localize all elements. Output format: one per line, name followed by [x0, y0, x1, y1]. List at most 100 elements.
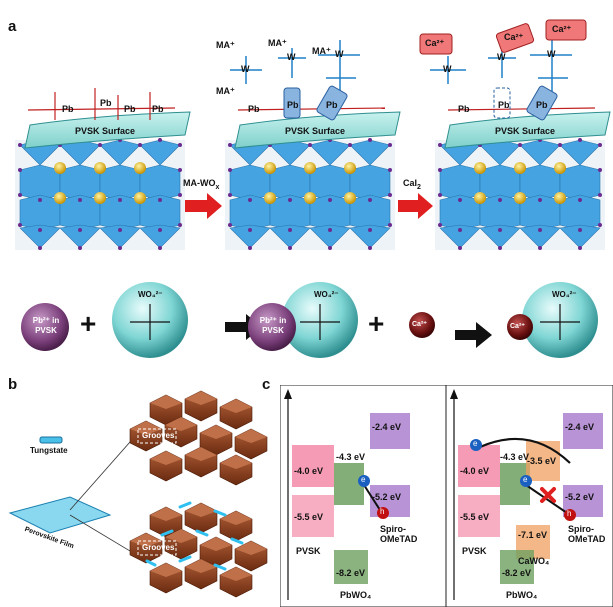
left-hole-label: h [380, 507, 385, 516]
panel-c-label: c [262, 376, 271, 393]
right-level-spiro-homo: -5.2 eV [565, 492, 595, 502]
left-pbwo4-vb-block [334, 550, 368, 584]
pb-o-box-2 [316, 85, 348, 121]
tungstate-in-grooves [145, 501, 244, 571]
tungstate-groups-3 [430, 40, 572, 92]
pb-atom-9: Pb [498, 100, 510, 110]
right-level-pvsk-cb: -4.0 eV [460, 466, 490, 476]
pb-atom-3: Pb [124, 104, 136, 114]
left-pvsk-label: PVSK [296, 546, 321, 556]
right-pbwo4-label: PbWO₄ [506, 590, 538, 600]
perovskite-crystal-3 [434, 137, 606, 251]
w-atom-2: W [287, 52, 296, 62]
ca-box-1 [419, 33, 453, 55]
ca-label-1: Ca²⁺ [425, 38, 445, 48]
w-atom-3: W [335, 49, 344, 59]
w-atom-4: W [443, 64, 452, 74]
right-level-cawo4-vb: -7.1 eV [518, 530, 548, 540]
left-hole-path [363, 484, 381, 511]
tungstate-label: Tungstate [30, 446, 68, 455]
grooves-label-top: Grooves [142, 431, 175, 440]
left-level-spiro-homo: -5.2 eV [372, 492, 402, 502]
left-level-spiro-lumo: -2.4 eV [372, 422, 402, 432]
ma-ion-4: MA⁺ [216, 86, 235, 96]
right-spiro-lumo-block [563, 413, 603, 449]
right-blocked-path [525, 484, 571, 516]
panel-b-diagram [8, 390, 268, 598]
right-level-pbwo4-cb: -4.3 eV [500, 452, 530, 462]
pvsk-surface-2 [234, 111, 401, 149]
tungstate-groups-2 [230, 40, 360, 92]
right-level-cawo4-cb: -3.5 eV [527, 456, 557, 466]
ca-box-2 [495, 23, 535, 53]
perovskite-film [8, 496, 112, 534]
pb-sphere-1 [21, 303, 69, 351]
perovskite-crystal-1 [14, 137, 186, 251]
w-atom-1: W [241, 64, 250, 74]
surface-label-1: PVSK Surface [75, 126, 136, 136]
ca-label-3: Ca²⁺ [552, 24, 572, 34]
arrow-step2 [398, 193, 433, 219]
pb-sphere-2 [248, 303, 296, 351]
step2-reagent: CaI2 [403, 178, 421, 191]
wo4-label-1: WO₄²⁻ [138, 290, 163, 299]
grooves-box-top [137, 428, 177, 444]
right-level-pvsk-vb: -5.5 eV [460, 512, 490, 522]
ca-sphere-2 [507, 314, 533, 340]
black-arrow-2 [455, 322, 492, 348]
panel-a-label: a [8, 18, 17, 35]
panel-a-diagram [14, 19, 611, 358]
grooves-box-bottom [137, 540, 177, 556]
left-spiro-label: Spiro-OMeTAD [380, 524, 418, 544]
left-pbwo4-label: PbWO₄ [340, 590, 372, 600]
right-pvsk-vb-block [458, 495, 500, 537]
ma-ion-3: MA⁺ [312, 46, 331, 56]
ca-sphere-label-2: Ca²⁺ [510, 323, 525, 330]
pb-atom-8: Pb [458, 104, 470, 114]
surface-label-2: PVSK Surface [285, 126, 346, 136]
w-atom-6: W [547, 49, 556, 59]
right-cawo4-label: CaWO₄ [518, 556, 550, 566]
panel-b-label: b [8, 376, 18, 393]
tungstate-icon [39, 436, 63, 444]
ca-box-3 [545, 19, 587, 41]
pb-atom-2: Pb [100, 98, 112, 108]
w-atom-5: W [497, 52, 506, 62]
wo4-label-2: WO₄²⁻ [314, 290, 339, 299]
right-pbwo4-vb-block [500, 550, 534, 584]
pb-atom-1: Pb [62, 104, 74, 114]
ca-sphere-label-1: Ca²⁺ [412, 321, 427, 328]
left-hole [377, 507, 389, 519]
plus-sign-1: + [80, 308, 97, 339]
right-hole [564, 509, 576, 521]
right-electron-label-2: e [523, 475, 528, 484]
pb-atom-7: Pb [326, 100, 338, 110]
left-pvsk-vb-block [292, 495, 334, 537]
surface-label-3: PVSK Surface [495, 126, 556, 136]
pb-o-box-1 [283, 87, 301, 119]
right-level-pbwo4-vb: -8.2 eV [502, 568, 532, 578]
right-level-spiro-lumo: -2.4 eV [565, 422, 595, 432]
perovskite-crystal-2 [224, 137, 396, 251]
right-electron-label-1: e [473, 439, 478, 448]
left-level-pvsk-cb: -4.0 eV [294, 466, 324, 476]
right-electron-2 [520, 475, 532, 487]
right-hole-label: h [567, 509, 572, 518]
pb-o-box-dashed [493, 87, 511, 119]
pb-atom-10: Pb [536, 100, 548, 110]
left-spiro-lumo-block [370, 413, 410, 449]
step1-reagent: MA-WOx [183, 178, 220, 191]
grooves-label-bottom: Grooves [142, 543, 175, 552]
left-level-pbwo4-vb: -8.2 eV [336, 568, 366, 578]
ma-ion-2: MA⁺ [268, 38, 287, 48]
right-cawo4-cb-block [526, 441, 560, 481]
left-electron [358, 475, 370, 487]
block-cross-icon [540, 487, 556, 503]
right-pvsk-label: PVSK [462, 546, 487, 556]
ma-ion-1: MA⁺ [216, 40, 235, 50]
right-spiro-label: Spiro-OMeTAD [568, 524, 606, 544]
arrow-step1 [185, 193, 222, 219]
wo4-label-3: WO₄²⁻ [552, 290, 577, 299]
